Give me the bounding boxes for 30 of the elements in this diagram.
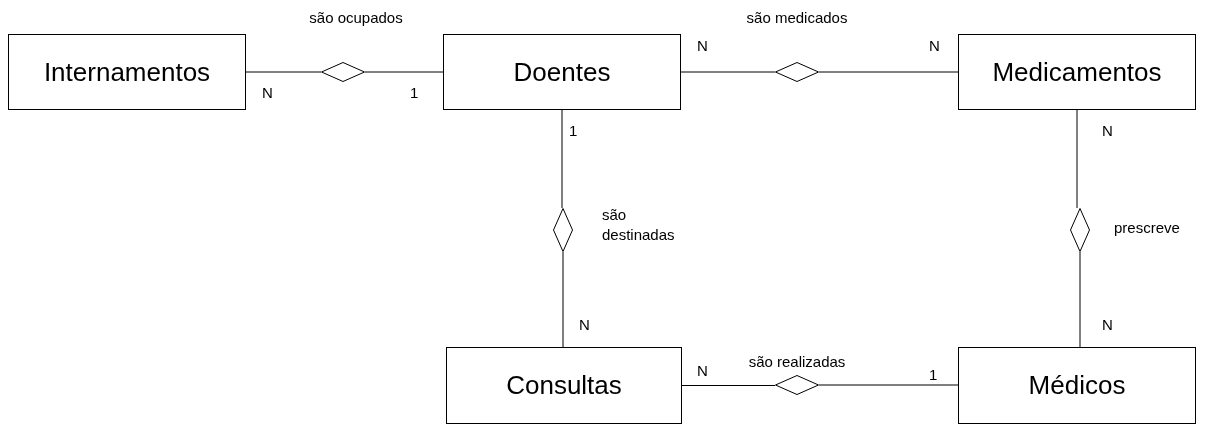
connector-line [364,71,444,73]
entity-box [958,347,1196,424]
connector-line [562,251,564,348]
relationship-name: são medicados [745,8,849,28]
connector-line [1076,109,1078,209]
relationship-diamond [1070,208,1090,252]
entity-name: Consultas [506,369,622,402]
relationship-diamond [775,375,819,395]
connector-line [818,384,959,386]
relationship-name: são ocupados [308,8,404,28]
relationship-diamond [553,208,573,252]
entity-name: Doentes [513,55,611,89]
relationship-name: são realizadas [747,352,847,372]
connector-line [1079,251,1081,348]
entity-box [443,34,681,110]
entity-box [446,347,682,424]
connector-line [561,109,563,209]
connector-line [818,71,959,73]
relationship-diamond [775,62,819,82]
relationship-name: são destinadas [602,205,676,245]
entity-name: Medicamentos [992,55,1162,89]
connector-line [245,71,322,73]
relationship-name: prescreve [1114,218,1181,238]
entity-name: Médicos [1028,369,1126,402]
entity-name: Internamentos [43,55,211,89]
relationship-diamond [321,62,365,82]
entity-box [8,34,246,110]
connector-line [680,71,776,73]
entity-box [958,34,1196,110]
connector-line [681,385,776,386]
